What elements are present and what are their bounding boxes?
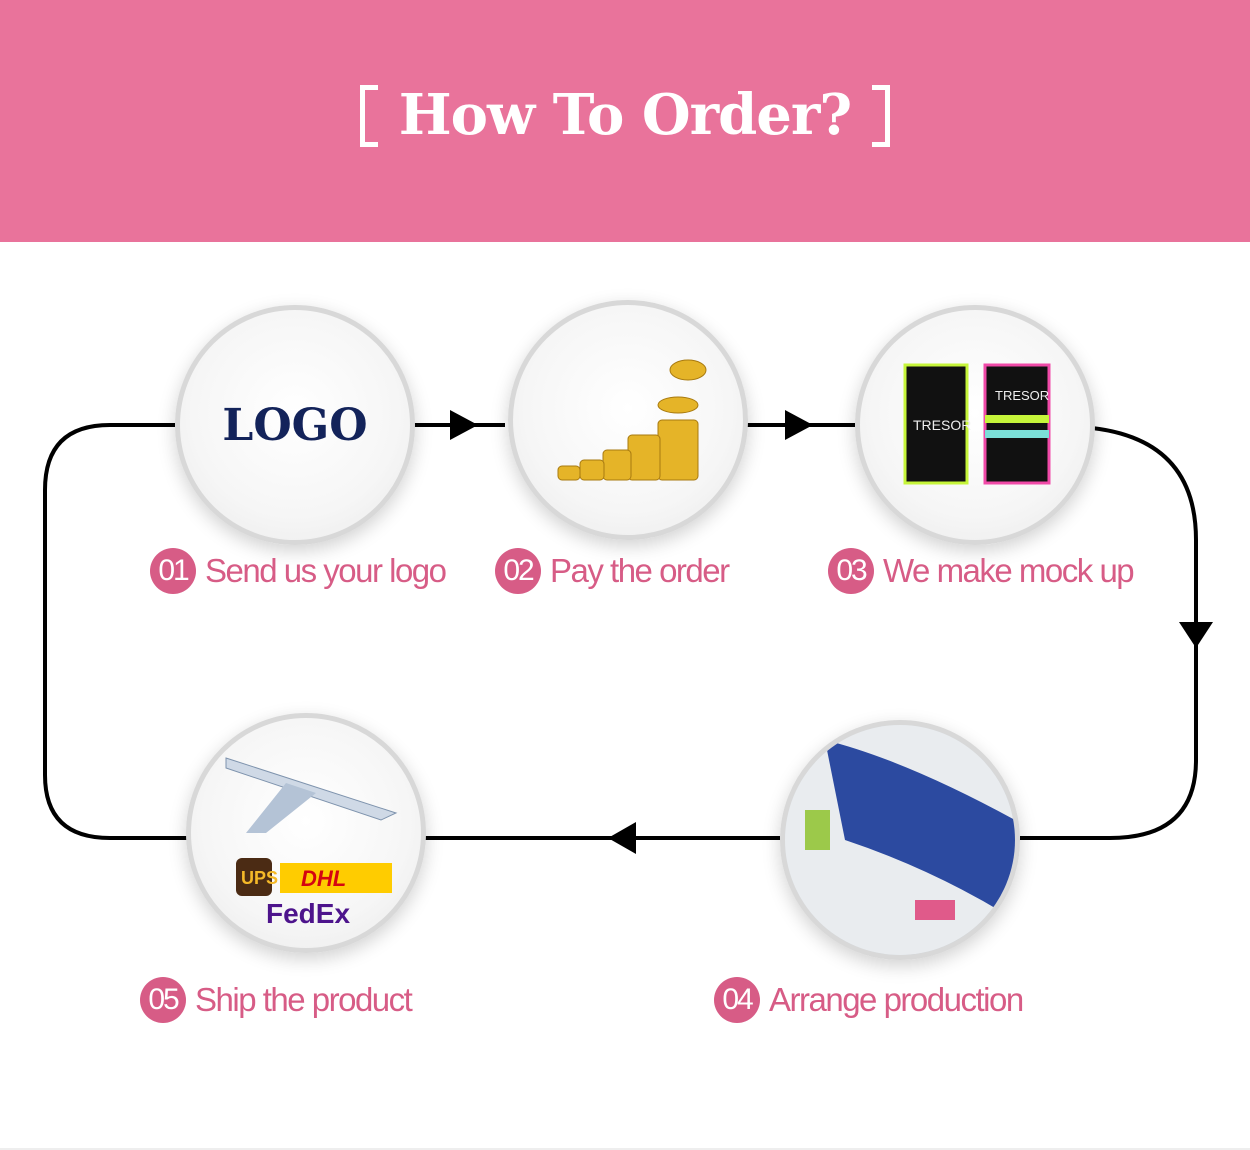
step-number: 01 xyxy=(150,548,196,594)
loop-line-right xyxy=(420,426,1198,840)
printing-production-icon xyxy=(785,725,1015,955)
step-number: 03 xyxy=(828,548,874,594)
step-text: Send us your logo xyxy=(205,552,447,589)
step-text: Pay the order xyxy=(550,552,730,589)
step-2-image xyxy=(508,300,748,540)
arrow-down-icon xyxy=(1179,622,1213,648)
page-title: How To Order? xyxy=(398,82,852,148)
right-bracket xyxy=(872,85,890,147)
step-text: Ship the product xyxy=(195,981,413,1018)
svg-text:TRESOR: TRESOR xyxy=(995,388,1049,403)
step-3-image: TRESOR TRESOR xyxy=(855,305,1095,545)
left-bracket xyxy=(360,85,378,147)
step-text: Arrange production xyxy=(769,981,1024,1018)
airplane-couriers-icon: UPS DHL FedEx xyxy=(225,757,398,928)
step-1-image: LOGO xyxy=(175,305,415,545)
step-number: 02 xyxy=(495,548,541,594)
loop-line-left xyxy=(43,423,190,840)
header-banner xyxy=(0,0,1250,242)
logo-placeholder: LOGO xyxy=(222,399,368,451)
step-number: 05 xyxy=(140,977,186,1023)
step-text: We make mock up xyxy=(883,552,1135,589)
arrow-left-icon xyxy=(608,822,636,854)
step-number: 04 xyxy=(714,977,760,1023)
tag-brand-text: TRESOR xyxy=(913,417,971,433)
step-4-image xyxy=(780,720,1020,960)
step-5-image: UPS DHL FedEx xyxy=(186,713,426,953)
svg-text:DHL: DHL xyxy=(301,866,346,891)
svg-text:UPS: UPS xyxy=(241,868,278,888)
gold-coins-icon xyxy=(557,359,707,481)
arrow-right-icon xyxy=(785,410,813,440)
hang-tag-mockup-icon: TRESOR TRESOR xyxy=(903,363,1051,485)
footer-divider xyxy=(0,1148,1250,1150)
svg-text:FedEx: FedEx xyxy=(266,898,350,928)
arrow-right-icon xyxy=(450,410,478,440)
